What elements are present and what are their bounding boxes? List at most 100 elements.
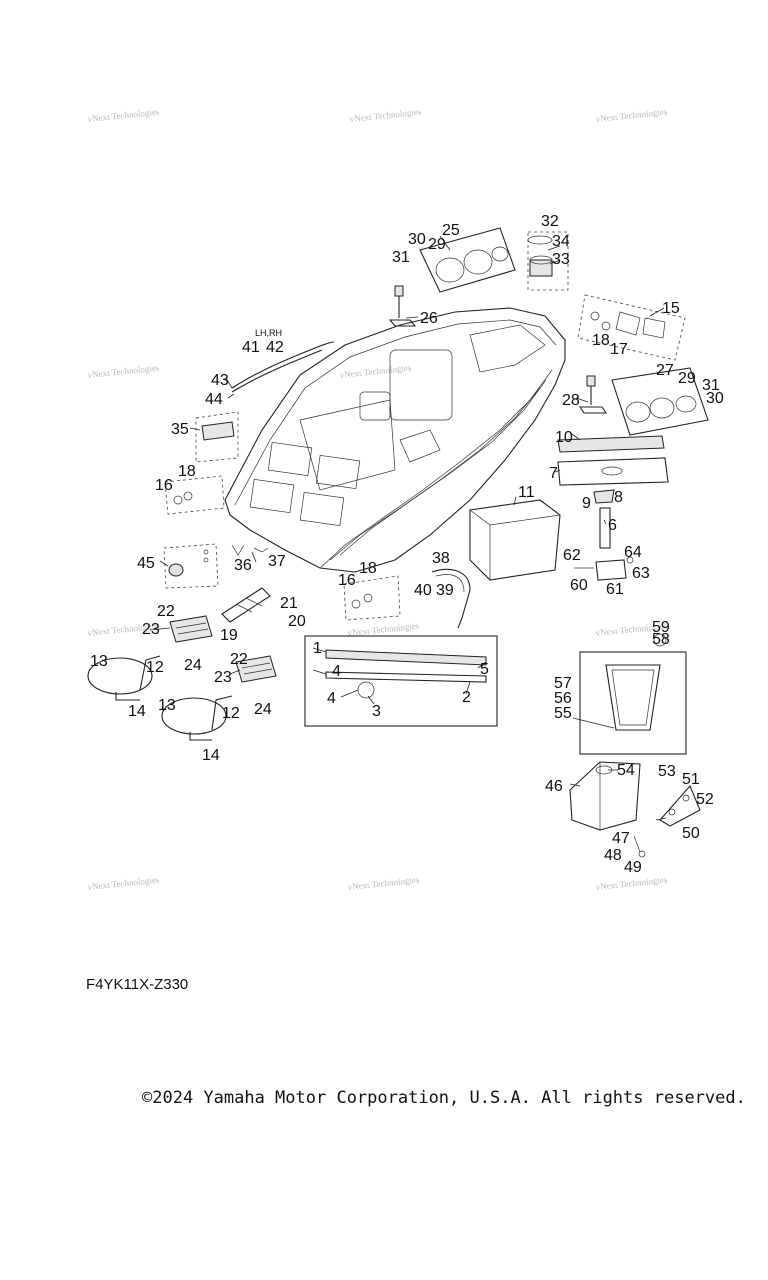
watermark-text: vNext Technologies bbox=[87, 106, 160, 124]
rear-pedestal-post bbox=[578, 375, 608, 414]
table-post bbox=[593, 489, 615, 549]
callout-52: 52 bbox=[696, 791, 714, 808]
callout-1: 1 bbox=[313, 640, 322, 657]
callout-32: 32 bbox=[541, 213, 559, 230]
callout-22: 22 bbox=[230, 651, 248, 668]
callout-33: 33 bbox=[552, 251, 570, 268]
callout-13: 13 bbox=[158, 697, 176, 714]
hinge-assembly bbox=[577, 294, 686, 361]
side-rails bbox=[557, 435, 669, 486]
stool-lower bbox=[161, 695, 233, 741]
callout-54: 54 bbox=[617, 762, 635, 779]
callout-43: 43 bbox=[211, 372, 229, 389]
callout-18: 18 bbox=[592, 332, 610, 349]
callout-15: 15 bbox=[662, 300, 680, 317]
leader-lines bbox=[149, 235, 667, 821]
callout-12: 12 bbox=[146, 659, 164, 676]
cup-holder-tray-rear bbox=[611, 367, 709, 436]
callout-31: 31 bbox=[702, 377, 720, 394]
callout-24: 24 bbox=[254, 701, 272, 718]
callout-18: 18 bbox=[178, 463, 196, 480]
callout-37: 37 bbox=[268, 553, 286, 570]
callout-62: 62 bbox=[563, 547, 581, 564]
callout-30: 30 bbox=[408, 231, 426, 248]
callout-6: 6 bbox=[608, 517, 617, 534]
callout-41: 41 bbox=[242, 339, 260, 356]
callout-53: 53 bbox=[658, 763, 676, 780]
callout-28: 28 bbox=[562, 392, 580, 409]
latch-set-center bbox=[343, 575, 401, 621]
callout-29: 29 bbox=[678, 370, 696, 387]
callout-39: 39 bbox=[436, 582, 454, 599]
cup-holder-assembly bbox=[527, 231, 569, 291]
step-ladder bbox=[221, 587, 271, 623]
callout-19: 19 bbox=[220, 627, 238, 644]
watermark-text: vNext Technologies bbox=[349, 106, 422, 124]
callout-10: 10 bbox=[555, 429, 573, 446]
callout-11: 11 bbox=[518, 484, 535, 501]
copyright-notice: ©2024 Yamaha Motor Corporation, U.S.A. A… bbox=[142, 1088, 746, 1108]
watermark-text: vNext Technologies bbox=[87, 874, 160, 892]
callout-47: 47 bbox=[612, 830, 630, 847]
callout-4: 4 bbox=[332, 663, 341, 680]
watermark-text: vNext Technologies bbox=[87, 362, 160, 380]
callout-57: 57 bbox=[554, 675, 572, 692]
speaker-plate bbox=[163, 543, 219, 589]
cooler bbox=[469, 499, 561, 581]
callout-60: 60 bbox=[570, 577, 588, 594]
callout-49: 49 bbox=[624, 859, 642, 876]
callout-3: 3 bbox=[372, 703, 381, 720]
watermark-text: vNext Technologies bbox=[347, 620, 420, 638]
callout-59: 59 bbox=[652, 619, 670, 636]
callout-14: 14 bbox=[202, 747, 220, 764]
callout-5: 5 bbox=[480, 661, 489, 678]
cup-holder-tray-front bbox=[419, 227, 516, 293]
callout-9: 9 bbox=[582, 495, 591, 512]
access-panel bbox=[659, 784, 701, 827]
callout-48: 48 bbox=[604, 847, 622, 864]
stool-upper bbox=[87, 655, 161, 701]
step-pad-upper bbox=[169, 615, 213, 643]
callout-38: 38 bbox=[432, 550, 450, 567]
callout-64: 64 bbox=[624, 544, 642, 561]
callout-13: 13 bbox=[90, 653, 108, 670]
grab-handle bbox=[431, 568, 471, 629]
callout-46: 46 bbox=[545, 778, 563, 795]
latch-set-left bbox=[164, 475, 225, 515]
callout-18: 18 bbox=[359, 560, 377, 577]
watermark-text: vNext Technologies bbox=[347, 874, 420, 892]
callout-40: 40 bbox=[414, 582, 432, 599]
callout-7: 7 bbox=[549, 465, 558, 482]
callout-35: 35 bbox=[171, 421, 189, 438]
callout-23: 23 bbox=[214, 669, 232, 686]
callout-55: 55 bbox=[554, 705, 572, 722]
callout-34: 34 bbox=[552, 233, 570, 250]
callout-16: 16 bbox=[155, 477, 173, 494]
callout-2: 2 bbox=[462, 689, 471, 706]
callout-36: 36 bbox=[234, 557, 252, 574]
trim-strip-inset bbox=[304, 635, 498, 727]
callout-42: 42 bbox=[266, 339, 284, 356]
seat-cushion-assembly bbox=[195, 411, 239, 463]
callout-56: 56 bbox=[554, 690, 572, 707]
callout-8: 8 bbox=[614, 489, 623, 506]
callout-50: 50 bbox=[682, 825, 700, 842]
callout-44: 44 bbox=[205, 391, 223, 408]
callout-17: 17 bbox=[610, 341, 628, 358]
callout-29: 29 bbox=[428, 236, 446, 253]
callout-23: 23 bbox=[142, 621, 160, 638]
callout-58: 58 bbox=[652, 631, 670, 648]
watermark-text: vNext Technologies bbox=[339, 362, 412, 380]
boat-hull bbox=[224, 307, 566, 573]
callout-20: 20 bbox=[288, 613, 306, 630]
callout-30: 30 bbox=[706, 390, 724, 407]
storage-compartment-inset bbox=[579, 633, 687, 755]
callout-51: 51 bbox=[682, 771, 700, 788]
callout-61: 61 bbox=[606, 581, 624, 598]
callout-4: 4 bbox=[327, 690, 336, 707]
bolt-set bbox=[633, 835, 646, 858]
callout-63: 63 bbox=[632, 565, 650, 582]
callout-22: 22 bbox=[157, 603, 175, 620]
